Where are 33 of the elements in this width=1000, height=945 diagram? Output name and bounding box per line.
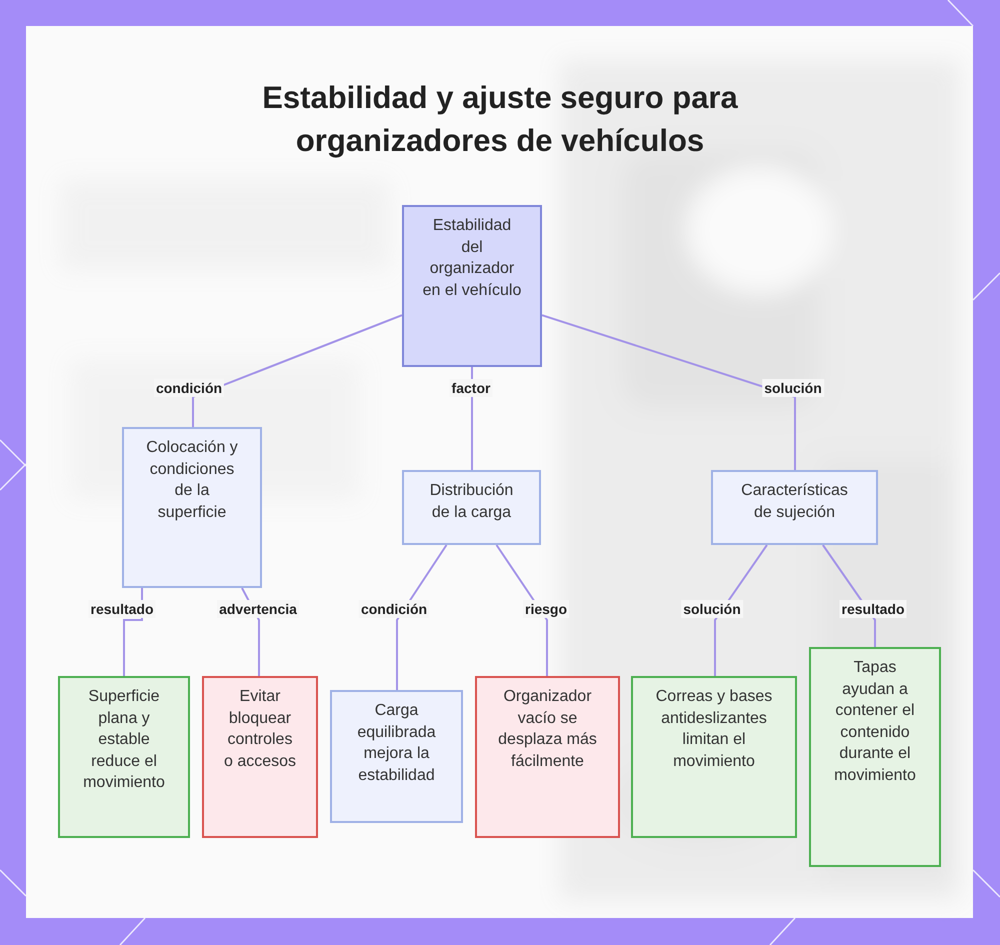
outcome-box: [809, 647, 941, 867]
node-text: Organizador vacío se desplaza más fácilmente: [497, 687, 598, 772]
connector-line: [192, 314, 402, 427]
node-text: Colocación y condiciones de la superficie: [145, 438, 239, 522]
edge-label: condición: [154, 379, 224, 397]
node-text: Superficie plana y estable reduce el movimiento: [82, 687, 166, 793]
node-text: Estabilidad del organizador en el vehículo: [422, 216, 522, 300]
connector-line: [396, 544, 448, 690]
edge-label: factor: [450, 379, 492, 397]
edge-label: advertencia: [217, 600, 299, 618]
edge-label: resultado: [88, 600, 156, 618]
node-text: Carga equilibrada mejora la estabilidad: [356, 701, 437, 786]
topic-box: [711, 470, 878, 545]
node-text: Distribución de la carga: [428, 481, 514, 522]
warning-box: [475, 676, 620, 838]
node-text: Tapas ayudan a contener el contenido durante el movimiento: [833, 658, 917, 786]
warning-box: [202, 676, 318, 838]
node-text: Correas y bases antideslizantes limitan el movimiento: [654, 687, 774, 772]
connector-line: [542, 314, 796, 470]
edge-label: solución: [681, 600, 743, 618]
topic-box: [330, 690, 463, 823]
edge-label: solución: [762, 379, 824, 397]
edge-label: condición: [358, 600, 430, 618]
outcome-box: [58, 676, 190, 838]
outcome-box: [631, 676, 797, 838]
root-box: [402, 205, 542, 367]
topic-box: [402, 470, 541, 545]
node-text: Evitar bloquear controles o accesos: [222, 687, 298, 772]
title: Estabilidad y ajuste seguro para organizadores de vehículos: [261, 79, 739, 160]
edge-label: resultado: [840, 600, 906, 618]
node-text: Características de sujeción: [740, 481, 849, 522]
topic-box: [122, 427, 262, 588]
edge-label: riesgo: [523, 600, 569, 618]
